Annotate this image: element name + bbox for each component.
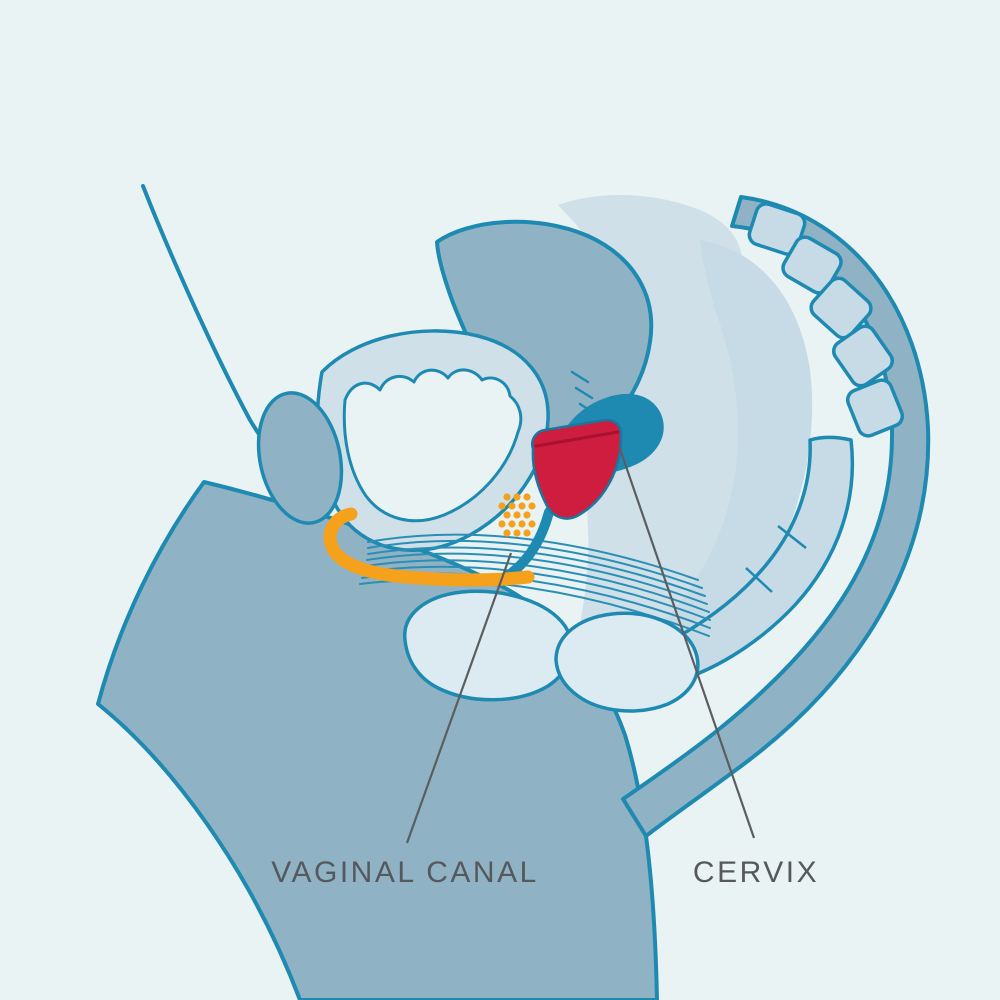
pubic-bone-shape <box>256 391 344 525</box>
cup-rim-line <box>534 430 620 448</box>
orange-canal-curve <box>323 507 535 587</box>
vertebra-segment <box>845 378 905 438</box>
sacrum-shape <box>670 435 855 678</box>
leader-line-cervix <box>617 445 756 839</box>
perineum-left-lobe <box>403 589 574 702</box>
orange-dot-cluster <box>498 493 536 537</box>
bladder-inner-shape <box>342 368 523 523</box>
spine-vertebrae <box>747 202 905 438</box>
cervix-label: CERVIX <box>692 856 820 889</box>
sacrum-segment-lines <box>745 525 807 593</box>
perineum-right-lobe <box>554 611 700 713</box>
vertebra-segment <box>831 324 895 388</box>
leader-line-vaginal-canal <box>405 552 513 844</box>
vaginal-canal-label: VAGINAL CANAL <box>271 856 539 889</box>
vertebra-segment <box>809 276 873 340</box>
rectum-shape <box>640 240 813 685</box>
menstrual-cup <box>531 418 623 520</box>
vertebra-segment <box>781 235 843 295</box>
